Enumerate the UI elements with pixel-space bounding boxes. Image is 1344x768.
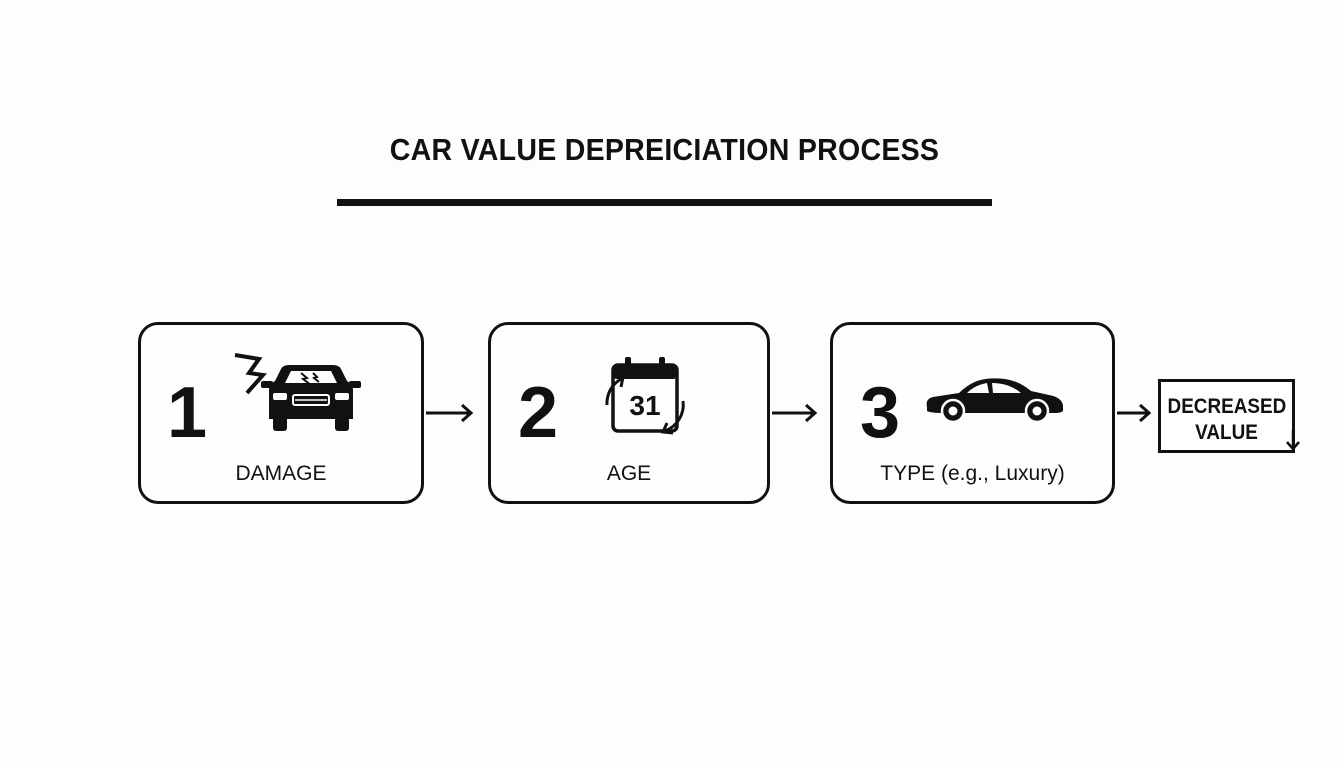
title-underline [337,199,992,206]
calendar-icon: 31 [605,357,685,435]
arrow-down-icon [1286,430,1300,451]
result-label: DECREASED VALUE [1167,394,1287,446]
step-damage: 1 DAMAGE [138,322,424,504]
step-label: AGE [606,462,652,485]
step-label: DAMAGE [235,462,327,485]
luxury-car-icon [926,378,1063,424]
step-label: TYPE (e.g., Luxury) [880,462,1065,485]
result-line-1: DECREASED [1167,395,1287,418]
step-type: 3 TYPE (e.g., Luxury) [830,322,1115,504]
step-age: 2 31 AGE [488,322,770,504]
arrow-right-icon [1117,403,1152,423]
arrow-right-icon [426,403,474,423]
arrow-right-icon [772,403,818,423]
diagram-title: CAR VALUE DEPREICIATION PROCESS [389,132,940,167]
step-number: 2 [518,373,559,453]
step-number: 3 [860,373,901,453]
step-number: 1 [167,373,208,453]
damaged-car-icon [234,353,361,431]
result-decreased-value: DECREASED VALUE [1158,379,1300,453]
calendar-day-number: 31 [629,390,660,421]
result-line-2: VALUE [1195,421,1258,444]
